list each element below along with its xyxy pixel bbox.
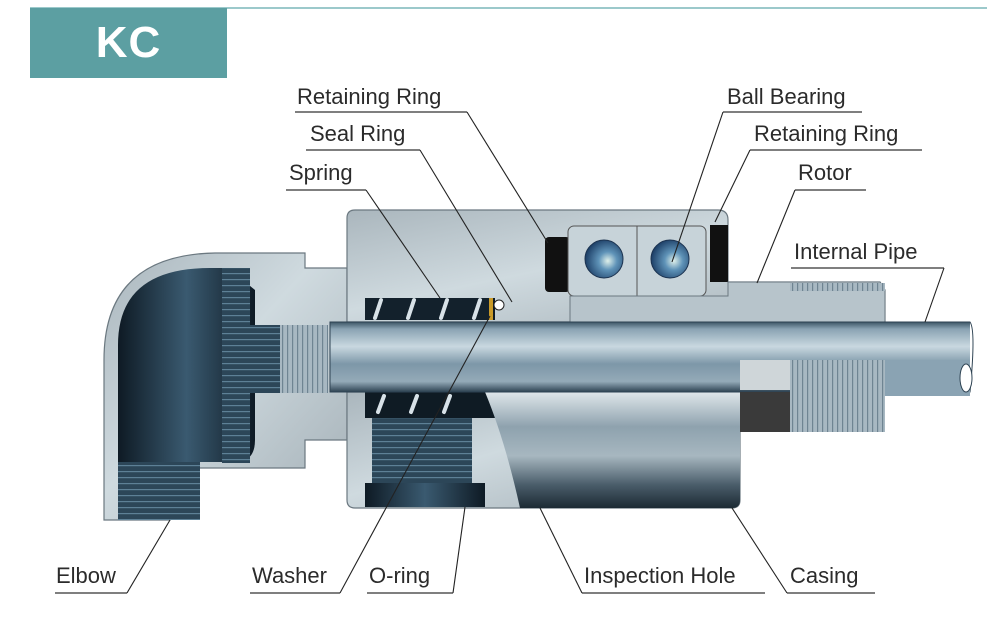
- label-inspection-hole: Inspection Hole: [584, 563, 736, 588]
- model-badge-label: KC: [95, 18, 162, 67]
- label-internal-pipe: Internal Pipe: [794, 239, 918, 264]
- header-rule: [30, 7, 987, 9]
- spring-part: [365, 298, 505, 414]
- label-ball-bearing: Ball Bearing: [727, 84, 846, 109]
- label-retaining-ring-left: Retaining Ring: [297, 84, 441, 109]
- label-retaining-ring-right: Retaining Ring: [754, 121, 898, 146]
- leader-lines: [55, 111, 945, 594]
- elbow-part: [103, 252, 348, 521]
- label-spring: Spring: [289, 160, 353, 185]
- label-washer: Washer: [252, 563, 327, 588]
- label-elbow: Elbow: [56, 563, 116, 588]
- label-rotor: Rotor: [798, 160, 852, 185]
- label-casing: Casing: [790, 563, 858, 588]
- model-badge: KC: [30, 8, 227, 78]
- label-o-ring: O-ring: [369, 563, 430, 588]
- label-seal-ring: Seal Ring: [310, 121, 405, 146]
- internal-pipe-part: [329, 321, 974, 432]
